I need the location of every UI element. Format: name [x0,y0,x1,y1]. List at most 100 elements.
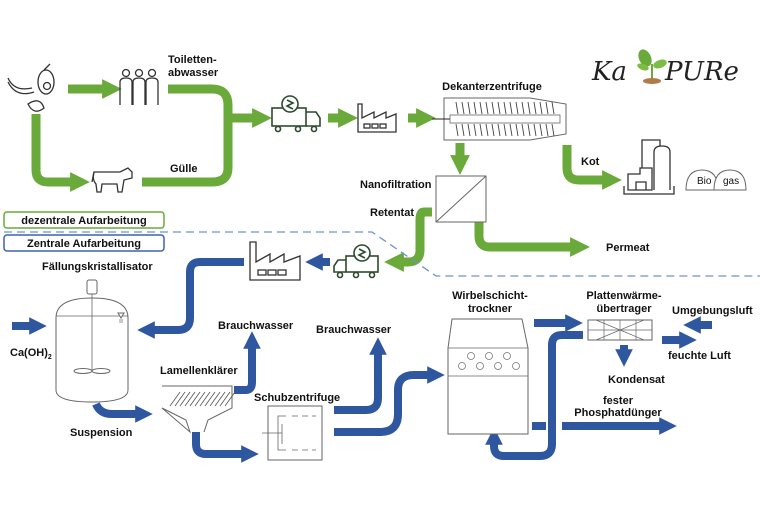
decanter-blade [503,101,507,115]
decanter-blade [539,101,543,115]
flow-suspension [92,402,153,423]
fester-label: fester [603,395,634,407]
decanter-blade [479,101,483,115]
lamella-plate [219,391,231,407]
decanter-blade [509,123,513,137]
decanter-icon [432,97,567,141]
kondensat-label: Kondensat [608,374,665,386]
decanter-blade [485,123,489,137]
decanter-blade [527,123,531,137]
umgebungsluft-label: Umgebungsluft [672,305,753,317]
flow-to-dryer [334,366,445,436]
decanter-blade [551,101,555,115]
zone-central-label: Zentrale Aufarbeitung [27,238,141,250]
lamella-plate [204,391,216,407]
truck-icon [333,244,379,279]
decanter-blade [545,101,549,115]
flow-permeat [474,222,590,257]
decanter-blade [533,123,537,137]
caoh2-label: Ca(OH)2 [10,347,52,361]
lamella-plate [189,391,201,407]
decanter-blade [527,101,531,115]
cow-icon [91,167,133,193]
lamella-plate [199,391,211,407]
dryer-bubble [476,362,484,370]
flow-to-schub [192,432,259,463]
people-icon [119,68,159,105]
decanter-blade [515,123,519,137]
platten-label-1: Plattenwärme- [586,290,662,302]
dryer-bubble [512,362,520,370]
platten-label-2: übertrager [596,303,652,315]
crystallizer-icon [55,279,129,403]
logo-text-left: Ka [591,57,627,87]
lamella-plate [174,391,186,407]
lamella-clarifier-icon [161,385,236,434]
flow-phe-to-dryer [485,331,583,460]
decanter-blade [521,101,525,115]
suspension-label: Suspension [70,427,133,439]
lamella-plate [184,391,196,407]
fluid-bed-dryer-icon [447,318,529,435]
dryer-bubble [467,352,475,360]
decanter-blade [515,101,519,115]
logo-text-right: PURe [664,57,739,87]
decanter-blade [497,101,501,115]
brauchwasser-label-2: Brauchwasser [316,324,392,336]
decanter-blade [533,101,537,115]
lamella-plate [179,391,191,407]
decanter-blade [545,123,549,137]
toiletten-label-1: Toiletten- [168,54,217,66]
decanter-blade [551,123,555,137]
guelle-label: Gülle [170,163,198,175]
wirbel-label-1: Wirbelschicht- [452,290,528,302]
faellung-label: Fällungskristallisator [42,261,153,273]
dryer-bubble [485,352,493,360]
dryer-bubble [494,362,502,370]
lamella-plate [209,391,221,407]
retentat-label: Retentat [370,207,414,219]
decanter-blade [461,123,465,137]
decanter-blade [467,123,471,137]
wirbel-label-2: trockner [468,303,513,315]
pusher-centrifuge-icon [262,405,323,461]
kot-label: Kot [581,156,600,168]
lamella-plate [194,391,206,407]
toiletten-label-2: abwasser [168,67,219,79]
plate-heat-exchanger-icon [587,319,653,341]
zone-divider [4,231,760,277]
nanofiltration-label: Nanofiltration [360,179,432,191]
decanter-blade [503,123,507,137]
flow-kot [562,145,622,190]
flow-brauchwasser-1 [234,331,261,394]
decanter-blade [479,123,483,137]
flow-food-to-cow [31,114,90,192]
decanter-blade [455,123,459,137]
feuchte-luft-label: feuchte Luft [668,350,731,362]
flow-collect [142,84,233,187]
truck-icon [271,95,321,133]
zone-decentral: dezentrale Aufarbeitung [3,211,165,229]
factory-icon [249,241,301,281]
decanter-blade [521,123,525,137]
dryer-bubble [503,352,511,360]
blue-flows [12,253,712,463]
membrane-icon [435,175,487,223]
decanter-blade [497,123,501,137]
flow-factory-to-crystallizer [137,258,244,339]
permeat-label: Permeat [606,242,650,254]
brauchwasser-label-1: Brauchwasser [218,320,294,332]
lamella-plate [224,391,236,407]
lamellen-label: Lamellenklärer [160,365,238,377]
decanter-blade [491,123,495,137]
lamella-plate [214,391,226,407]
food-icon [7,63,55,112]
zone-central: Zentrale Aufarbeitung [3,234,165,252]
decanter-blade [461,101,465,115]
decanter-blade [473,123,477,137]
sprout-icon [637,49,667,84]
gas-label: gas [723,176,739,187]
decanter-blade [473,101,477,115]
zone-decentral-label: dezentrale Aufarbeitung [21,215,147,227]
